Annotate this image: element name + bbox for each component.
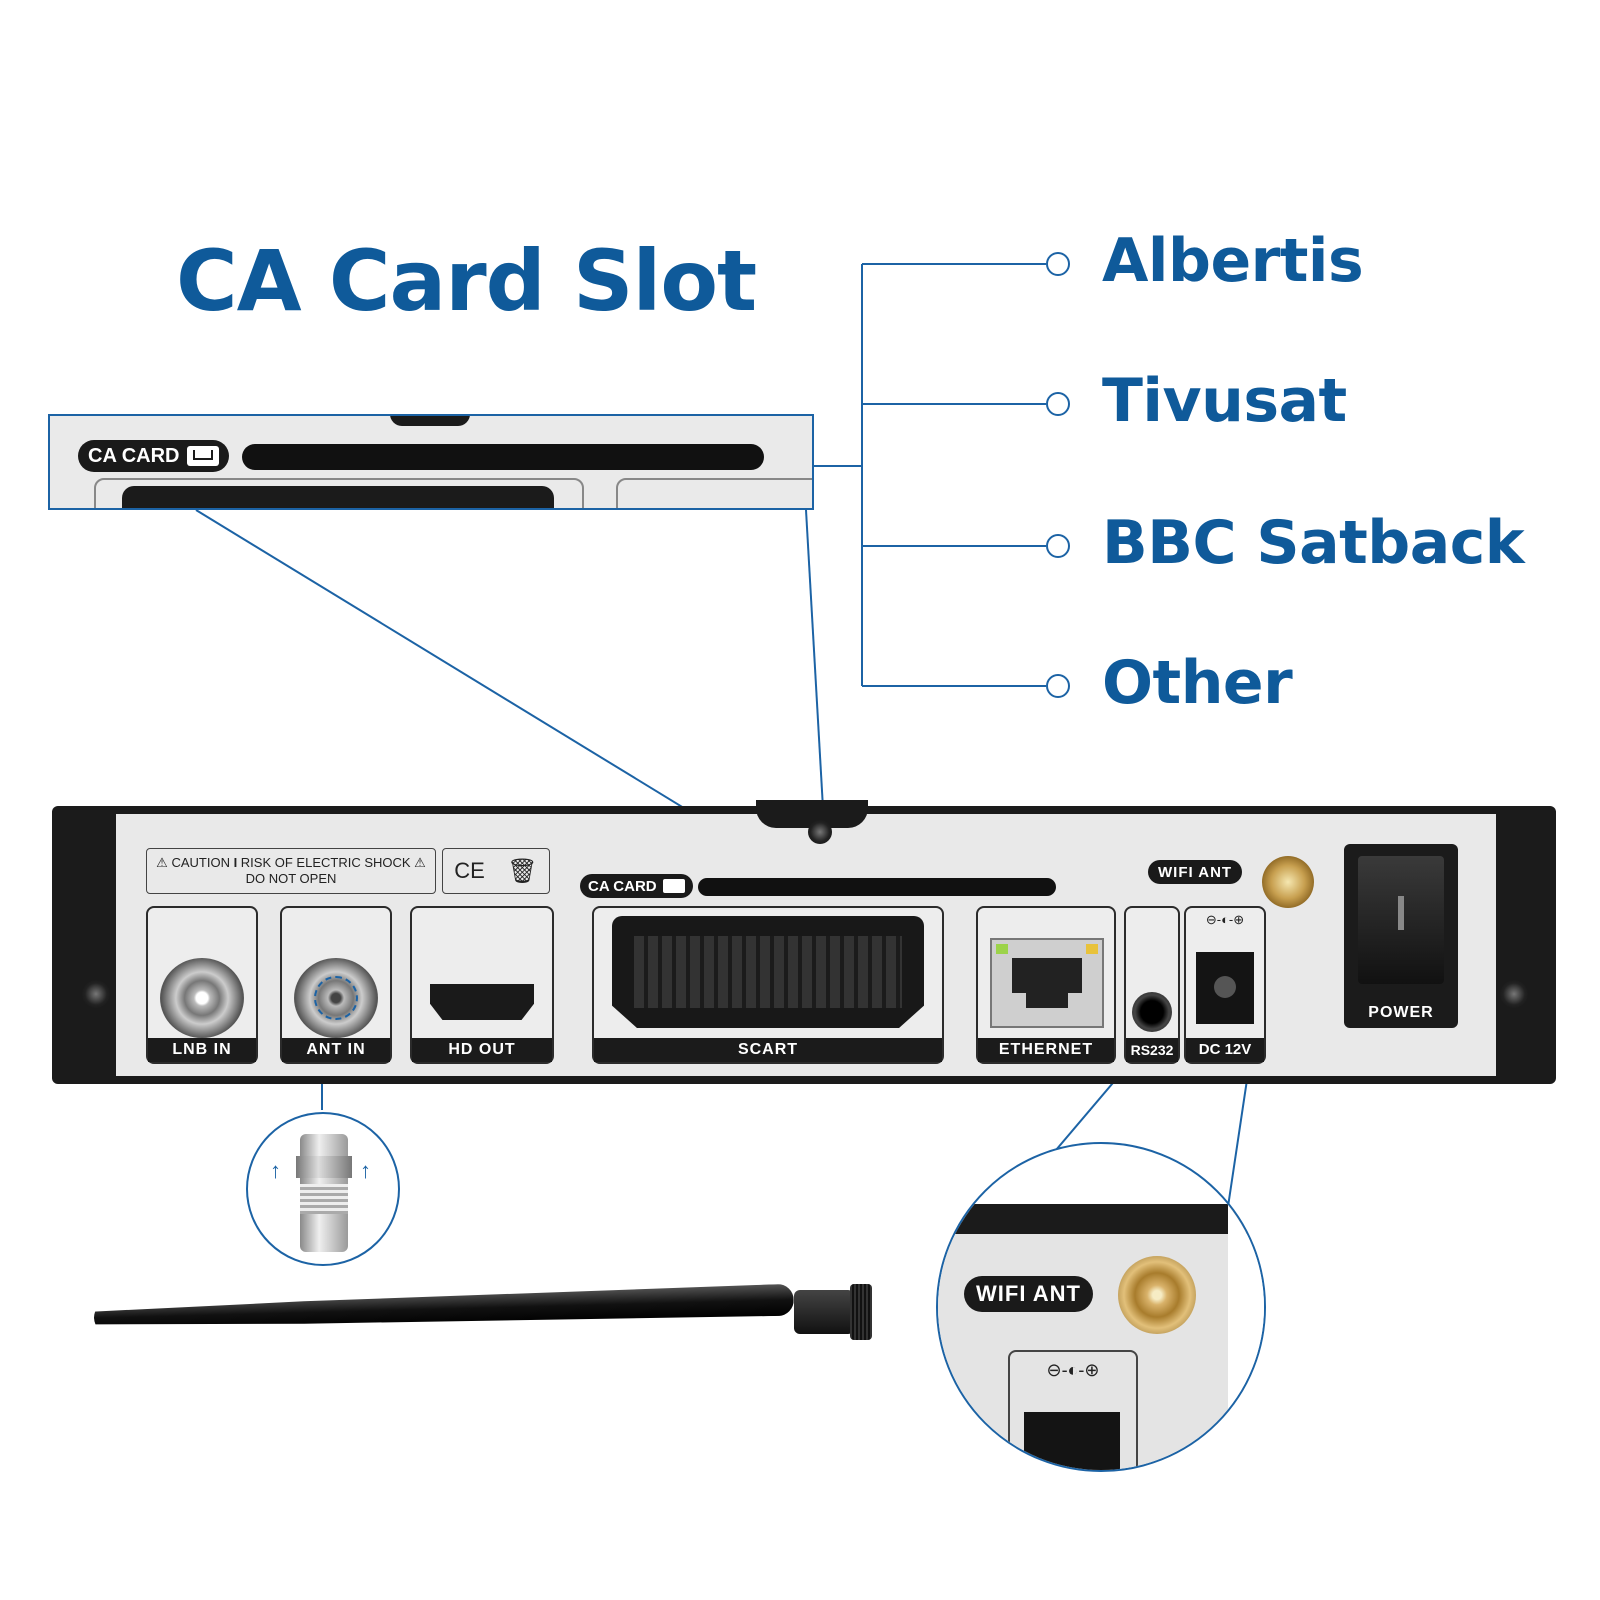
- scart-port-top: [122, 486, 554, 508]
- zoom-dc-port: ⊖-◐-⊕: [1008, 1350, 1138, 1470]
- wifi-antenna-image: [94, 1300, 874, 1350]
- ca-card-badge: CA CARD: [78, 440, 230, 472]
- rs232-label: RS232: [1126, 1038, 1178, 1062]
- lnb-in-connector[interactable]: [160, 958, 244, 1038]
- certification-label: CE 🗑: [442, 848, 550, 894]
- lnb-in-port-box: LNB IN: [146, 906, 258, 1064]
- power-label: POWER: [1368, 1004, 1434, 1021]
- panel-card-slot: [698, 878, 1056, 896]
- screw-icon: [82, 980, 110, 1008]
- arrow-up-icon: ↑: [270, 1158, 281, 1183]
- caution-do-not-open: DO NOT OPEN: [245, 871, 337, 886]
- warning-icon: ⚠: [156, 855, 168, 870]
- warning-icon: ⚠: [414, 855, 426, 870]
- scart-frame: [94, 478, 584, 508]
- wifi-zoom: WIFI ANT ⊖-◐-⊕: [936, 1142, 1266, 1472]
- category-label-albertis: Albertis: [1102, 226, 1364, 296]
- ce-mark: CE: [454, 858, 485, 883]
- hd-out-label: HD OUT: [412, 1038, 552, 1062]
- bullet-dot-icon: [1046, 252, 1070, 276]
- card-slot: [242, 444, 764, 470]
- ant-in-label: ANT IN: [282, 1038, 390, 1062]
- zoom-dc-jack: [1024, 1412, 1120, 1470]
- page-title: CA Card Slot: [176, 232, 757, 330]
- rs232-jack[interactable]: [1132, 992, 1172, 1032]
- wifi-ant-badge: WIFI ANT: [1148, 860, 1243, 884]
- ca-card-label: CA CARD: [88, 444, 180, 467]
- category-label-other: Other: [1102, 648, 1293, 718]
- power-switch[interactable]: [1358, 856, 1444, 984]
- rs232-port-box: RS232: [1124, 906, 1180, 1064]
- link-led: [996, 944, 1008, 954]
- ethernet-jack[interactable]: [990, 938, 1104, 1028]
- weee-bin-icon: 🗑: [507, 857, 538, 885]
- wifi-antenna-connector: [1262, 856, 1314, 908]
- caution-label: ⚠ CAUTION I RISK OF ELECTRIC SHOCK ⚠ DO …: [146, 848, 436, 894]
- category-label-bbc-satback: BBC Satback: [1102, 508, 1525, 578]
- polarity-icon: ⊖-◐-⊕: [1205, 912, 1245, 927]
- caution-text: CAUTION: [171, 855, 230, 870]
- bullet-dot-icon: [1046, 534, 1070, 558]
- card-icon: [662, 879, 685, 893]
- dc-label: DC 12V: [1186, 1038, 1264, 1062]
- panel-ca-card-badge: CA CARD: [580, 874, 693, 898]
- wifi-ant-label: WIFI ANT: [1158, 863, 1233, 881]
- bullet-dot-icon: [1046, 392, 1070, 416]
- card-slot-callout: CA CARD: [48, 414, 814, 510]
- zoom-wifi-connector: [1118, 1256, 1196, 1334]
- hd-out-port-box: HD OUT: [410, 906, 554, 1064]
- caution-risk-text: RISK OF ELECTRIC SHOCK: [240, 855, 411, 870]
- dc-port-box: ⊖-◐-⊕ DC 12V: [1184, 906, 1266, 1064]
- zoom-top-edge: [938, 1204, 1264, 1234]
- zoom-wifi-ant-badge: WIFI ANT: [964, 1276, 1093, 1312]
- scart-label: SCART: [594, 1038, 942, 1062]
- bullet-dot-icon: [1046, 674, 1070, 698]
- adapter-zoom: ↑ ↑: [246, 1112, 400, 1266]
- lnb-in-label: LNB IN: [148, 1038, 256, 1062]
- panel-ca-card-label: CA CARD: [588, 877, 657, 895]
- ant-in-port-box: ANT IN: [280, 906, 392, 1064]
- ethernet-port-box: ETHERNET: [976, 906, 1116, 1064]
- ethernet-label: ETHERNET: [978, 1038, 1114, 1062]
- dc-jack[interactable]: [1196, 952, 1254, 1024]
- card-icon: [187, 446, 220, 466]
- screw-icon: [808, 820, 832, 844]
- arrow-up-icon: ↑: [360, 1158, 371, 1183]
- screw-icon: [390, 416, 470, 426]
- screw-icon: [1500, 980, 1528, 1008]
- ethernet-frame: [616, 478, 812, 508]
- zoom-wifi-ant-label: WIFI ANT: [976, 1281, 1081, 1306]
- polarity-icon: ⊖-◐-⊕: [1046, 1360, 1100, 1380]
- scart-port-box: SCART: [592, 906, 944, 1064]
- rj45-socket: [1012, 958, 1082, 1008]
- ant-in-highlight: [314, 976, 358, 1020]
- scart-pins: [634, 936, 902, 1008]
- coax-adapter-image: [296, 1134, 352, 1252]
- activity-led: [1086, 944, 1098, 954]
- power-switch-housing: POWER: [1344, 844, 1458, 1028]
- hdmi-port[interactable]: [430, 984, 534, 1020]
- category-label-tivusat: Tivusat: [1102, 366, 1347, 436]
